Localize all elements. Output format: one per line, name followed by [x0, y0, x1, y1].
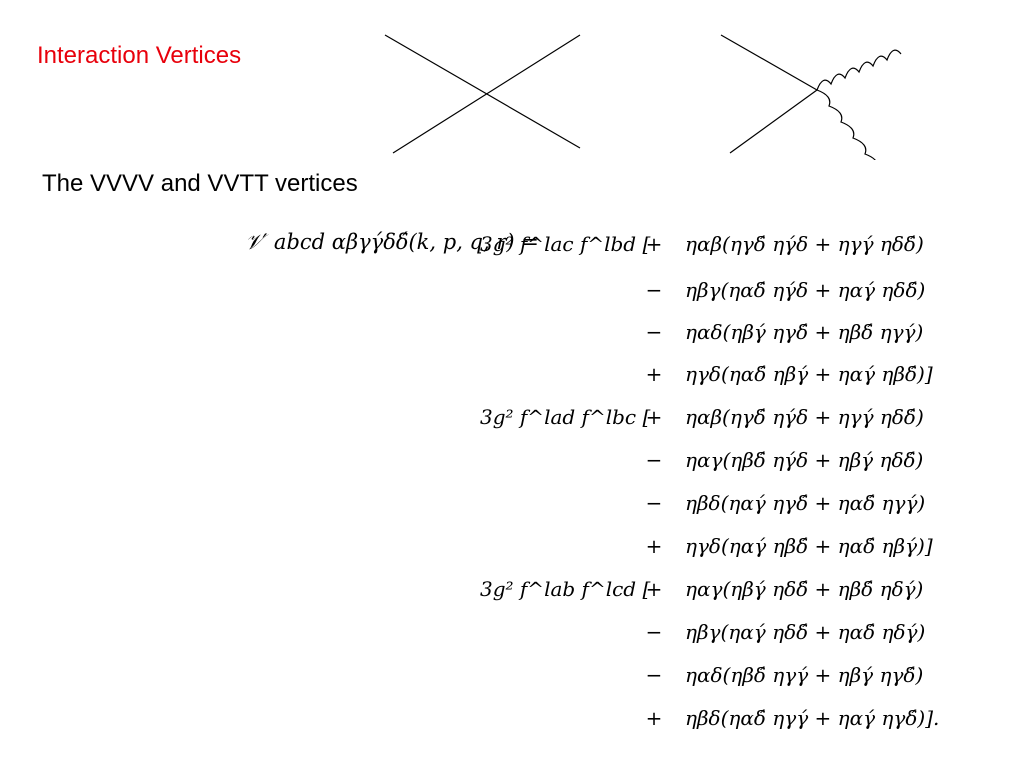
term-expression: ηαγ(ηβγ́ ηδδ́ + ηβδ́ ηδγ́): [685, 577, 924, 601]
vvtt-straight-line-2: [729, 89, 818, 154]
group-prefix: 3g² f^lac f^lbd [: [480, 232, 651, 256]
term-expression: ηαδ(ηβγ́ ηγδ́ + ηβδ́ ηγγ́): [685, 320, 924, 344]
term-sign: −: [645, 320, 663, 344]
slide-subtitle: The VVVV and VVTT vertices: [42, 170, 358, 197]
term-sign: +: [645, 362, 663, 386]
term-sign: +: [645, 405, 663, 429]
group-prefix: 3g² f^lad f^lbc [: [480, 405, 651, 429]
vvtt-vertex-diagram: [720, 34, 902, 160]
term-expression: ηβγ(ηαδ́ ηγ́δ + ηαγ́ ηδδ́): [685, 278, 926, 302]
term-sign: +: [645, 534, 663, 558]
vvtt-wavy-line-1: [816, 49, 902, 91]
term-expression: ηγδ(ηαδ́ ηβγ́ + ηαγ́ ηβδ́)]: [685, 362, 933, 386]
term-expression: ηβδ(ηαγ́ ηγδ́ + ηαδ́ ηγγ́): [685, 491, 926, 515]
slide-title: Interaction Vertices: [37, 42, 242, 69]
term-expression: ηαβ(ηγδ́ ηγ́δ + ηγγ́ ηδδ́): [685, 405, 924, 429]
term-expression: ηβγ(ηαγ́ ηδδ́ + ηαδ́ ηδγ́): [685, 620, 926, 644]
term-sign: +: [645, 577, 663, 601]
equation-lhs: 𝒱′ abcd αβγγ́δδ́(k, p, q, r) =: [245, 230, 539, 254]
vvvv-line-2: [392, 34, 581, 154]
vvvv-vertex-diagram: [384, 34, 581, 154]
term-sign: −: [645, 278, 663, 302]
term-sign: −: [645, 663, 663, 687]
group-prefix: 3g² f^lab f^lcd [: [480, 577, 651, 601]
term-sign: +: [645, 706, 663, 730]
term-expression: ηβδ(ηαδ́ ηγγ́ + ηαγ́ ηγδ́)].: [685, 706, 940, 730]
term-sign: +: [645, 232, 663, 256]
vvtt-wavy-line-2: [816, 89, 876, 160]
term-sign: −: [645, 491, 663, 515]
term-sign: −: [645, 620, 663, 644]
term-sign: −: [645, 448, 663, 472]
term-expression: ηαγ(ηβδ́ ηγ́δ + ηβγ́ ηδδ́): [685, 448, 924, 472]
vvtt-straight-line-1: [720, 34, 818, 91]
term-expression: ηγδ(ηαγ́ ηβδ́ + ηαδ́ ηβγ́)]: [685, 534, 933, 558]
vvvv-line-1: [384, 34, 581, 149]
term-expression: ηαδ(ηβδ́ ηγγ́ + ηβγ́ ηγδ́): [685, 663, 924, 687]
term-expression: ηαβ(ηγδ́ ηγ́δ + ηγγ́ ηδδ́): [685, 232, 924, 256]
